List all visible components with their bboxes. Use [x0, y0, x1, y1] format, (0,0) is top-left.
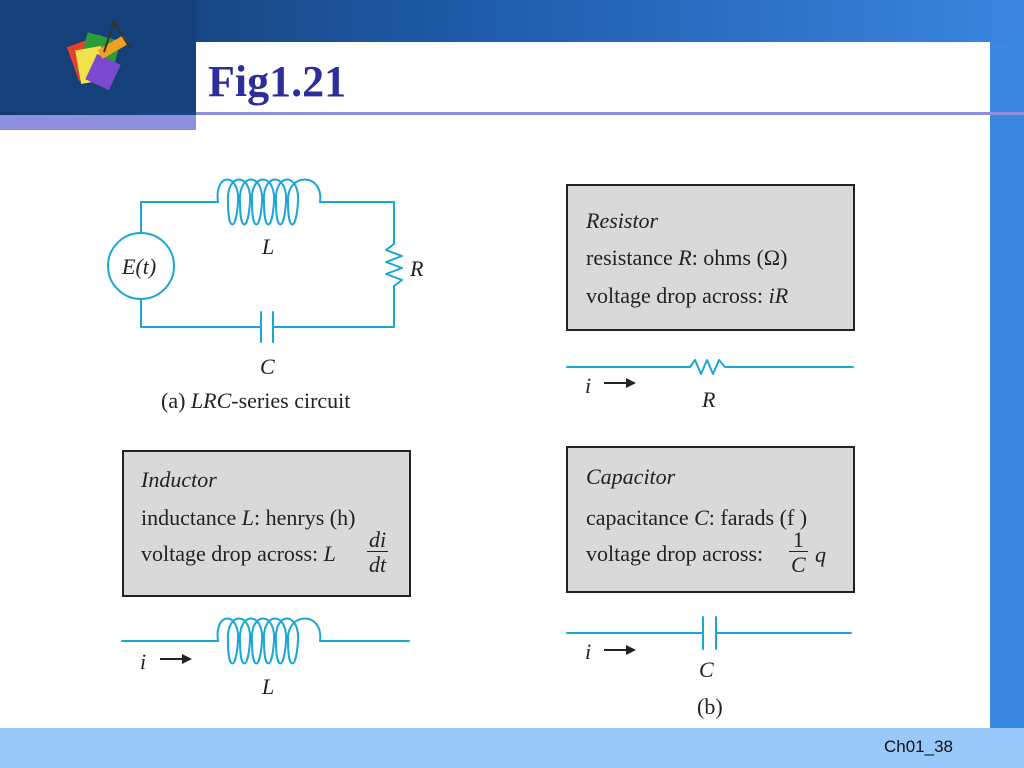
capacitor-info-box	[566, 446, 855, 593]
lrc-wire-top-left	[140, 201, 219, 234]
inductor-heading: Inductor	[141, 467, 217, 492]
inductor-current-arrow-icon	[160, 654, 192, 664]
lrc-wire-bottom-right	[272, 285, 395, 328]
resistor-element-label: R	[702, 387, 716, 412]
lrc-voltage-source	[107, 232, 175, 300]
capacitor-current-label: i	[585, 639, 592, 664]
left-content-area	[0, 130, 196, 728]
resistor-info-box	[566, 184, 855, 331]
title-underline	[196, 112, 1024, 115]
figure-b-caption: (b)	[697, 694, 723, 719]
right-decor-strip	[990, 42, 1024, 728]
inductor-element-label: L	[262, 674, 275, 699]
source-label: E(t)	[122, 254, 157, 279]
page-title: Fig1.21	[208, 57, 347, 106]
capacitor-diagram	[566, 616, 852, 650]
inductor-info-box	[122, 450, 411, 597]
capacitor-element-label: C	[699, 657, 714, 682]
drafting-tools-logo-icon	[66, 21, 131, 91]
lrc-wire-top-right	[319, 201, 395, 245]
capacitor-line-2: voltage drop across:	[586, 541, 764, 566]
circuit-a-caption: (a) LRC-series circuit	[161, 388, 351, 413]
inductor-line-2: voltage drop across: L	[141, 541, 336, 566]
lrc-inductor-coil	[216, 178, 322, 226]
lrc-resistor-zigzag	[385, 243, 403, 287]
inductor-diagram	[121, 617, 410, 665]
capacitor-line-1: capacitance C: farads (f )	[586, 505, 808, 530]
content-panel	[196, 42, 990, 728]
capacitor-heading: Capacitor	[586, 464, 676, 489]
resistor-line-1: resistance R: ohms (Ω)	[586, 245, 788, 270]
resistor-zigzag	[689, 359, 726, 375]
inductor-coil	[216, 617, 322, 665]
inductor-current-label: i	[140, 649, 147, 674]
resistor-heading: Resistor	[586, 208, 659, 233]
left-accent-band	[0, 115, 196, 130]
resistor-current-label: i	[585, 373, 592, 398]
resistor-line-2: voltage drop across: iR	[586, 283, 789, 308]
resistor-label: R	[410, 256, 424, 281]
inductor-line-1: inductance L: henrys (h)	[141, 505, 356, 530]
inductor-label: L	[262, 234, 275, 259]
slide-number: Ch01_38	[884, 737, 954, 756]
capacitor-current-arrow-icon	[604, 645, 636, 655]
lrc-wire-bottom-left	[140, 298, 262, 328]
footer-bar	[0, 728, 1024, 768]
capacitor-charge-symbol: q	[815, 542, 826, 567]
lrc-series-circuit	[107, 178, 403, 343]
capacitor-label: C	[260, 354, 275, 379]
resistor-diagram	[566, 359, 854, 375]
resistor-current-arrow-icon	[604, 378, 636, 388]
